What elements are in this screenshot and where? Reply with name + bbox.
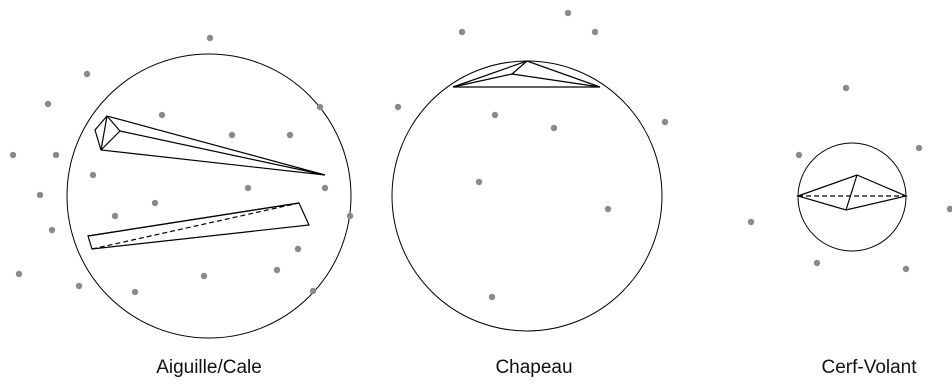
sample-points-chapeau — [394, 9, 669, 301]
circumcircle-cerf-volant — [797, 142, 907, 252]
caption-cerf-volant: Cerf-Volant — [821, 357, 917, 378]
hat-triangle — [452, 60, 601, 88]
caption-chapeau: Chapeau — [495, 357, 573, 378]
caption-aiguille-cale: Aiguille/Cale — [156, 357, 262, 378]
circumcircle-chapeau — [391, 60, 663, 332]
panel-cerf-volant — [747, 84, 952, 273]
sample-points-cerf-volant — [747, 84, 952, 273]
kite-triangle — [796, 174, 908, 211]
wedge-triangle-lower — [87, 202, 310, 250]
needle-triangle-upper — [94, 115, 326, 176]
panel-chapeau — [391, 9, 669, 332]
sample-points-aiguille — [9, 34, 354, 296]
circumcircle-aiguille — [66, 53, 352, 339]
panel-aiguille — [9, 34, 354, 339]
